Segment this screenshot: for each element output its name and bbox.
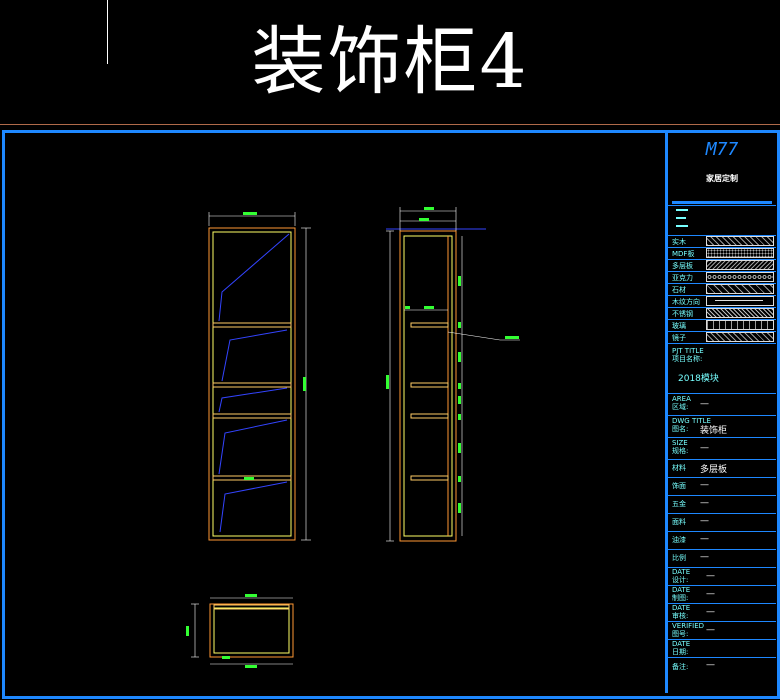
info-row: 油漆 —	[668, 531, 776, 550]
spacer-row	[668, 205, 776, 236]
info-row: 五金 —	[668, 495, 776, 514]
info-row: 饰面 —	[668, 477, 776, 496]
info-row: 面料 —	[668, 513, 776, 532]
remarks-row: 备注: —	[672, 660, 715, 671]
dim-text-height	[303, 377, 306, 391]
drawing-title: 装饰柜4	[251, 19, 529, 105]
side-shelves	[410, 322, 449, 481]
size-row: SIZE 规格: —	[668, 437, 776, 460]
material-legend: 实木 MDF板 多层板 亚克力 石材 木纹方向 不锈钢 玻璃 镜子	[668, 235, 776, 344]
project-title-value: 2018模块	[678, 374, 719, 384]
material-spec-value: 多层板	[700, 465, 728, 475]
material-row: 玻璃	[668, 319, 776, 332]
material-row: 多层板	[668, 259, 776, 272]
plan-inner	[213, 607, 290, 654]
drawing-title-row: DWG TITLE 图名: 装饰柜	[668, 415, 776, 438]
title-block: M77 家居定制 实木 MDF板 多层板 亚克力 石材 木纹方向 不锈钢 玻璃 …	[665, 133, 778, 693]
side-dim-ticks	[386, 207, 519, 513]
logo-bar	[672, 201, 772, 204]
front-elevation	[208, 212, 311, 541]
company-logo: M77	[705, 139, 739, 160]
date-row: DATE 设计: —	[668, 567, 776, 586]
front-dimensions	[208, 212, 311, 541]
side-inner	[403, 235, 453, 537]
dim-text-shelf	[244, 477, 254, 480]
drawing-title-value: 装饰柜	[700, 426, 728, 436]
material-row: 镜子	[668, 331, 776, 344]
date-row: DATE 审核: —	[668, 603, 776, 622]
material-row: 木纹方向	[668, 295, 776, 308]
material-row: 实木	[668, 235, 776, 248]
brand-name: 家居定制	[706, 174, 738, 183]
side-dimensions	[386, 207, 520, 542]
material-row: MDF板	[668, 247, 776, 260]
date-row: VERIFIED 图号: —	[668, 621, 776, 640]
front-outer-frame	[208, 227, 296, 541]
date-row: DATE 制图: —	[668, 585, 776, 604]
material-row: 不锈钢	[668, 307, 776, 320]
side-outer	[399, 230, 457, 542]
side-section	[386, 207, 520, 542]
material-row: 石材	[668, 283, 776, 296]
area-row: AREA 区域: —	[668, 393, 776, 416]
plan-dim-ticks	[186, 594, 257, 668]
material-spec-row: 材料 多层板	[668, 459, 776, 478]
drawing-frame	[2, 130, 780, 699]
dim-text-width	[243, 212, 257, 215]
date-row: DATE 日期:	[668, 639, 776, 658]
plan-view	[186, 594, 294, 668]
logo-row: M77 家居定制	[668, 133, 776, 206]
top-tick-line	[107, 0, 108, 64]
project-title-row: PJT TITLE 项目名称: 2018模块	[668, 343, 776, 394]
glass-diagonals	[218, 233, 290, 533]
front-inner-frame	[212, 231, 292, 537]
plan-dimensions	[191, 597, 293, 665]
info-row: 比例 —	[668, 549, 776, 568]
plan-outer	[209, 603, 294, 658]
material-row: 亚克力	[668, 271, 776, 284]
front-shelves	[212, 322, 292, 481]
title-separator	[0, 124, 780, 125]
plan-front-edge	[213, 604, 290, 610]
